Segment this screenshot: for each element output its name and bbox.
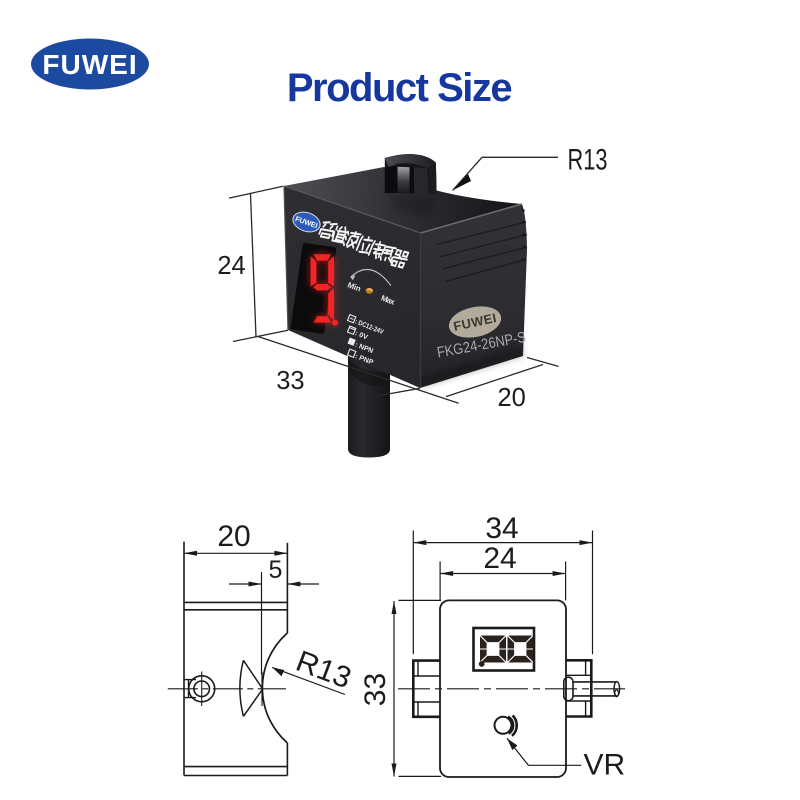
- svg-text:Product Size: Product Size: [287, 66, 512, 110]
- svg-text:Min: Min: [346, 280, 362, 293]
- svg-text:20: 20: [498, 384, 526, 412]
- svg-text:20: 20: [217, 520, 250, 553]
- svg-text:VR: VR: [584, 749, 626, 782]
- svg-text:24: 24: [483, 542, 516, 575]
- svg-text:: 0V: : 0V: [354, 330, 369, 341]
- svg-text:FUWEI: FUWEI: [42, 49, 137, 80]
- svg-text:34: 34: [485, 512, 518, 545]
- svg-text:5: 5: [269, 556, 283, 584]
- svg-text:33: 33: [276, 367, 304, 395]
- svg-text:24: 24: [217, 252, 245, 280]
- svg-text:33: 33: [359, 673, 392, 706]
- svg-text:R13: R13: [568, 144, 608, 177]
